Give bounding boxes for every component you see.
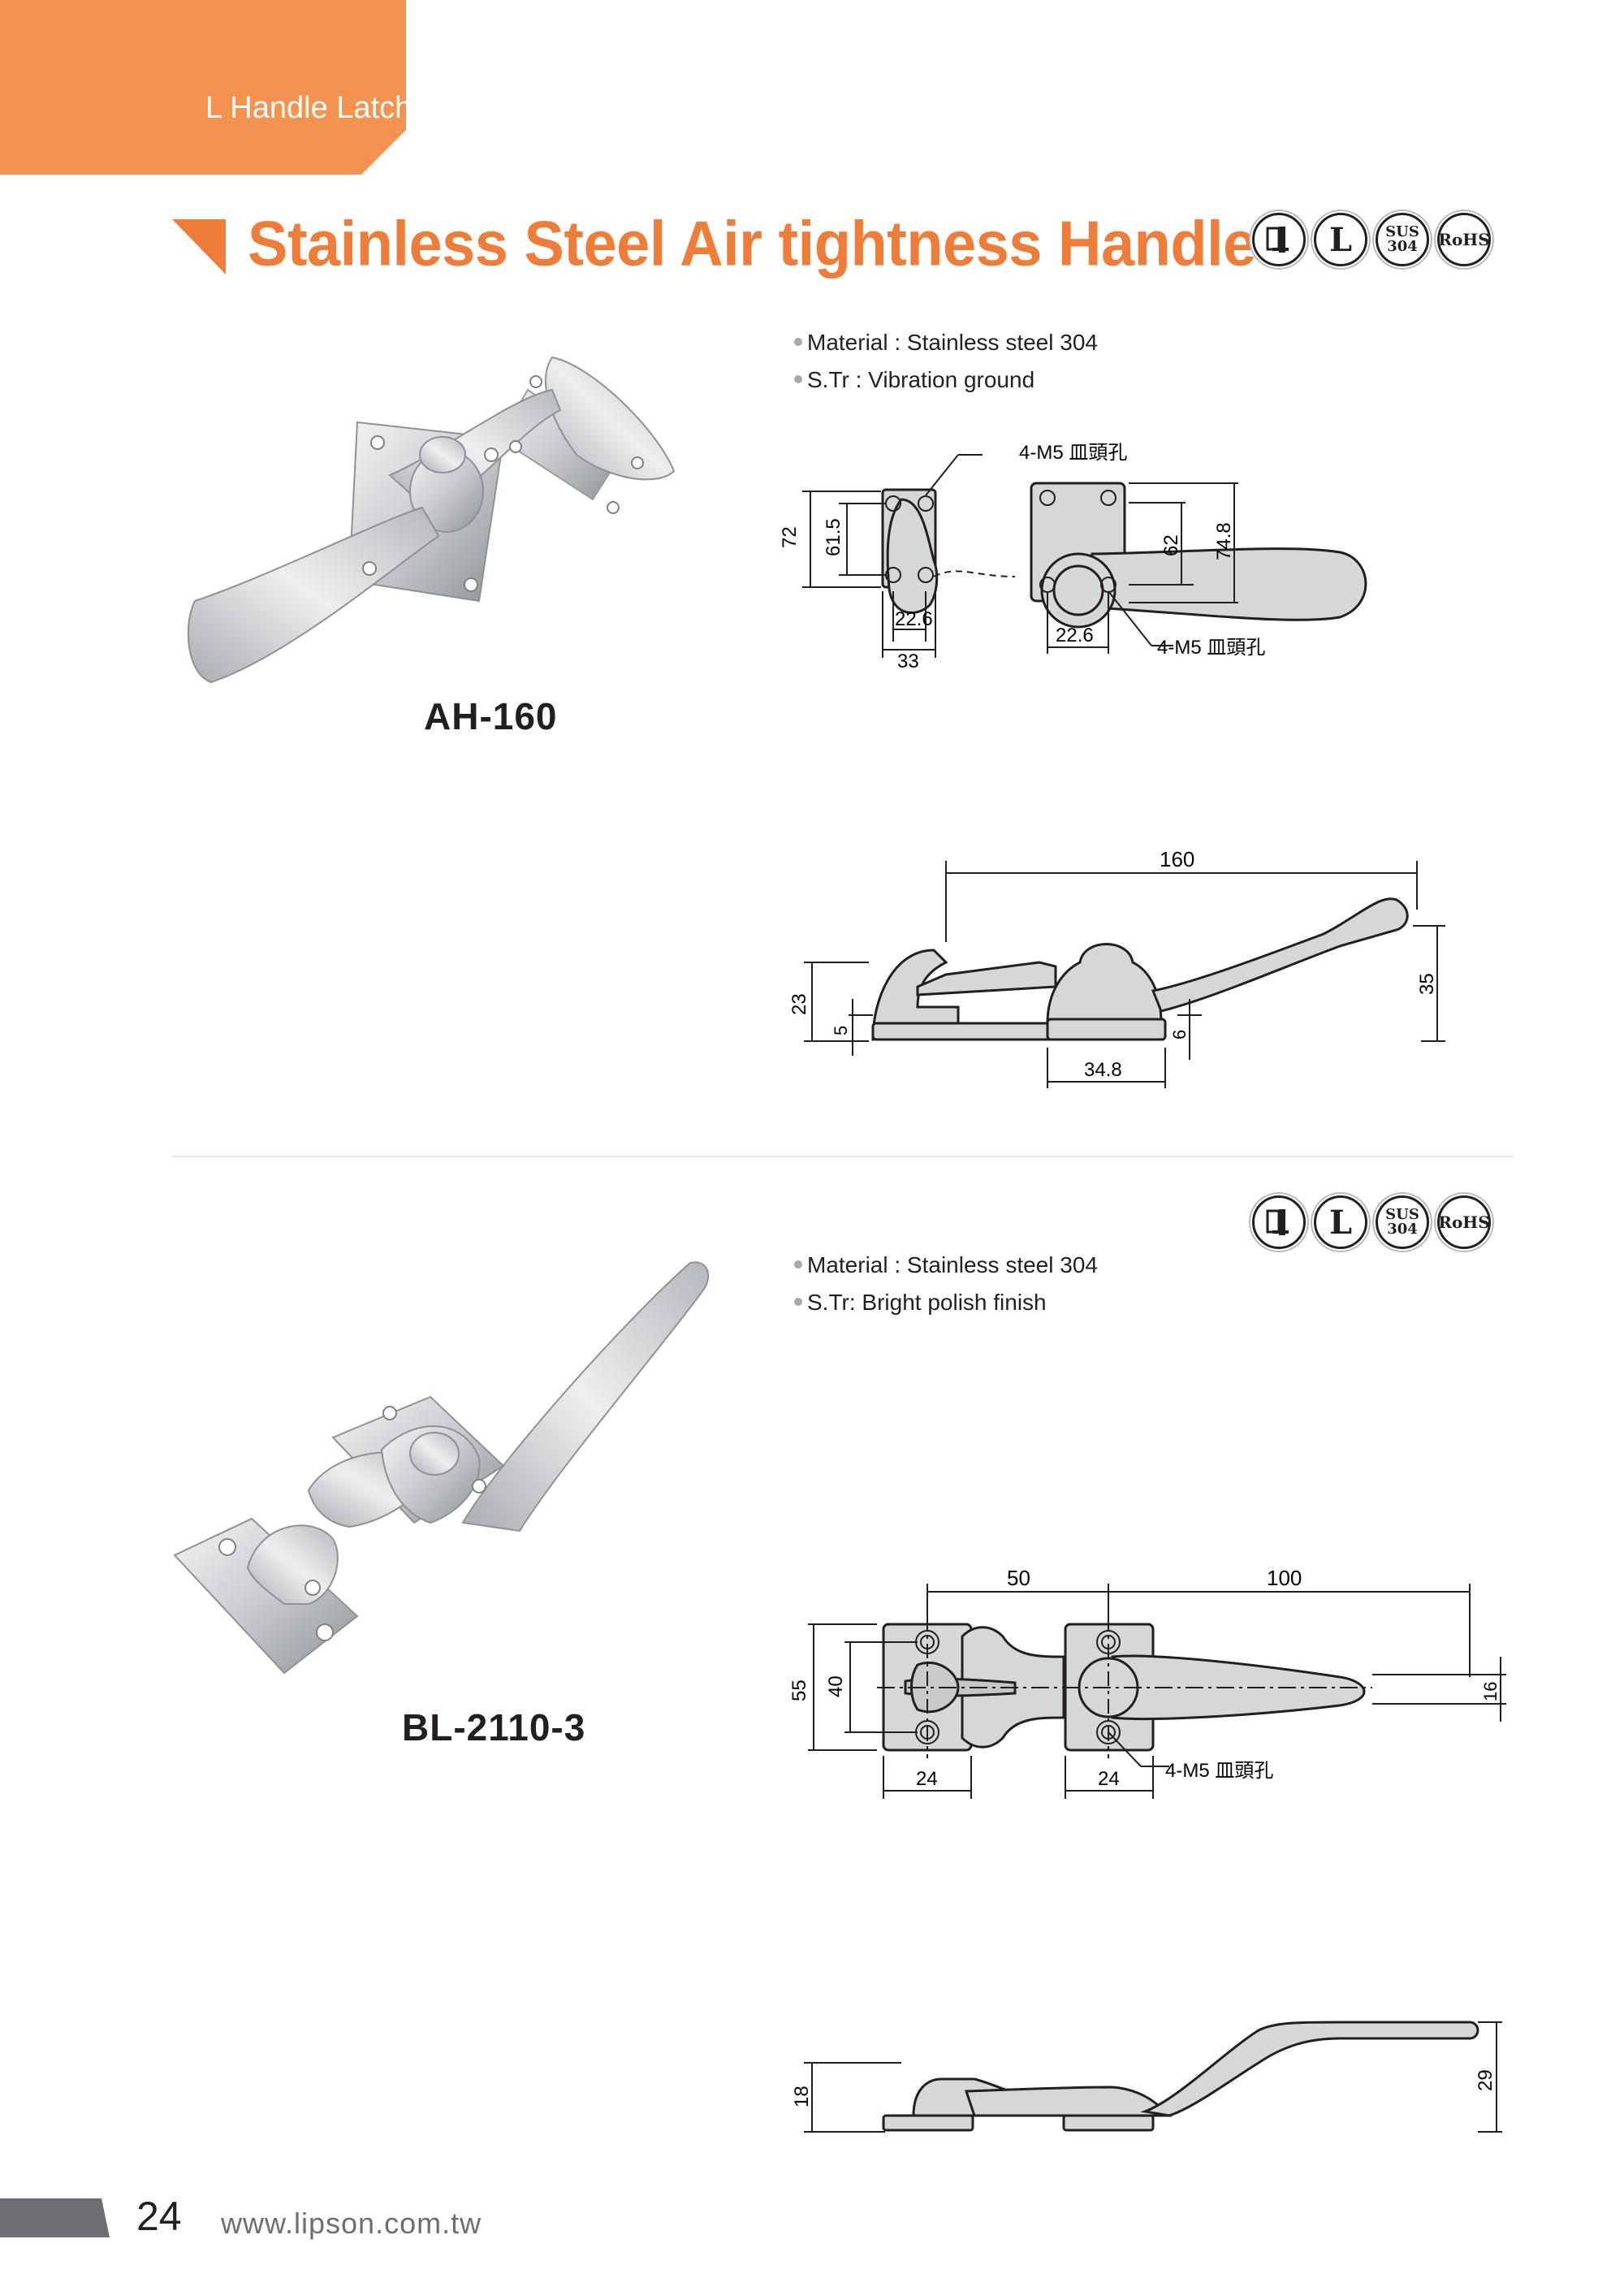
footer-bar <box>0 2198 110 2237</box>
category-label: L Handle Latch <box>205 91 412 125</box>
drawing-bl2110-3-top-view: 50 100 55 40 16 24 24 4-M5 皿頭孔 <box>788 1566 1506 1799</box>
dim-label: 62 <box>1160 534 1182 556</box>
dim-label: 55 <box>788 1679 810 1701</box>
dim-label: 72 <box>779 526 801 548</box>
bl-hole-note: 4-M5 皿頭孔 <box>1165 1760 1273 1782</box>
spec-finish-text: S.Tr : Vibration ground <box>807 367 1035 392</box>
drawing-ah160-side-view: 160 23 5 34.8 6 35 <box>788 847 1445 1088</box>
dim-label: 35 <box>1416 973 1438 995</box>
sus-grade-text: 304 <box>1387 1221 1418 1238</box>
dim-label: 23 <box>788 993 810 1015</box>
sus304-badge: SUS 304 <box>1376 1195 1429 1249</box>
dim-label: 160 <box>1160 847 1194 871</box>
product-photo-ah160 <box>187 356 676 684</box>
dim-label: 40 <box>825 1675 847 1697</box>
certification-badges: L SUS 304 RoHS <box>1252 213 1491 266</box>
rohs-badge: RoHS <box>1437 213 1491 266</box>
latch-symbol-icon <box>1266 227 1289 253</box>
latch-icon <box>1252 1195 1306 1249</box>
dim-label: 74.8 <box>1213 522 1235 560</box>
spec-material-1: Material : Stainless steel 304 <box>794 330 1098 356</box>
product-photo-bl2110-3 <box>173 1261 710 1675</box>
bullet-icon <box>794 337 802 346</box>
dim-label: 33 <box>897 651 919 672</box>
sus304-badge: SUS 304 <box>1376 213 1429 266</box>
ah160-hole-note-top: 4-M5 皿頭孔 <box>1019 442 1127 464</box>
page-title: Stainless Steel Air tightness Handle <box>248 208 1256 279</box>
model-name-ah160: AH-160 <box>424 695 558 737</box>
spec-finish-text: S.Tr: Bright polish finish <box>807 1290 1047 1315</box>
spec-finish-1: S.Tr : Vibration ground <box>794 367 1034 393</box>
latch-symbol-icon <box>1266 1209 1289 1235</box>
rohs-badge: RoHS <box>1437 1195 1491 1249</box>
dim-label: 16 <box>1480 1682 1501 1701</box>
title-triangle-icon <box>172 219 226 274</box>
drawing-bl2110-3-side-view: 18 29 <box>791 2021 1502 2133</box>
section-divider <box>172 1156 1514 1157</box>
dim-label: 24 <box>1098 1768 1120 1790</box>
dim-label: 24 <box>916 1768 938 1790</box>
bullet-icon <box>794 1260 802 1269</box>
dim-label: 100 <box>1267 1566 1302 1590</box>
bullet-icon <box>794 374 802 383</box>
sus-grade-text: 304 <box>1387 238 1418 255</box>
dim-label: 29 <box>1475 2069 1497 2091</box>
dim-label: 34.8 <box>1084 1059 1122 1081</box>
dim-label: 18 <box>791 2086 813 2107</box>
website-url: www.lipson.com.tw <box>221 2207 482 2240</box>
dim-label: 6 <box>1169 1030 1190 1040</box>
l-type-badge: L <box>1314 1195 1367 1249</box>
dim-label: 22.6 <box>1056 625 1094 646</box>
page-number: 24 <box>136 2194 182 2239</box>
spec-finish-2: S.Tr: Bright polish finish <box>794 1290 1047 1316</box>
spec-material-2: Material : Stainless steel 304 <box>794 1252 1098 1278</box>
dim-label: 50 <box>1007 1566 1030 1590</box>
dim-label: 5 <box>831 1026 851 1035</box>
l-type-badge: L <box>1314 213 1367 266</box>
category-tab: L Handle Latch <box>0 0 406 175</box>
bullet-icon <box>794 1297 802 1306</box>
sus-text: SUS <box>1385 223 1419 240</box>
dim-label: 61.5 <box>823 518 844 556</box>
certification-badges-2: L SUS 304 RoHS <box>1252 1195 1491 1249</box>
ah160-hole-note-bottom: 4-M5 皿頭孔 <box>1157 637 1265 659</box>
drawing-ah160-top-view: 4-M5 皿頭孔 4-M5 皿頭孔 72 61.5 62 74.8 22.6 3… <box>779 442 1367 672</box>
dim-label: 22.6 <box>895 608 933 630</box>
sus-text: SUS <box>1385 1206 1419 1223</box>
model-name-bl2110-3: BL-2110-3 <box>402 1706 586 1748</box>
spec-material-text: Material : Stainless steel 304 <box>807 330 1098 355</box>
spec-material-text: Material : Stainless steel 304 <box>807 1252 1098 1277</box>
latch-icon <box>1252 213 1306 266</box>
